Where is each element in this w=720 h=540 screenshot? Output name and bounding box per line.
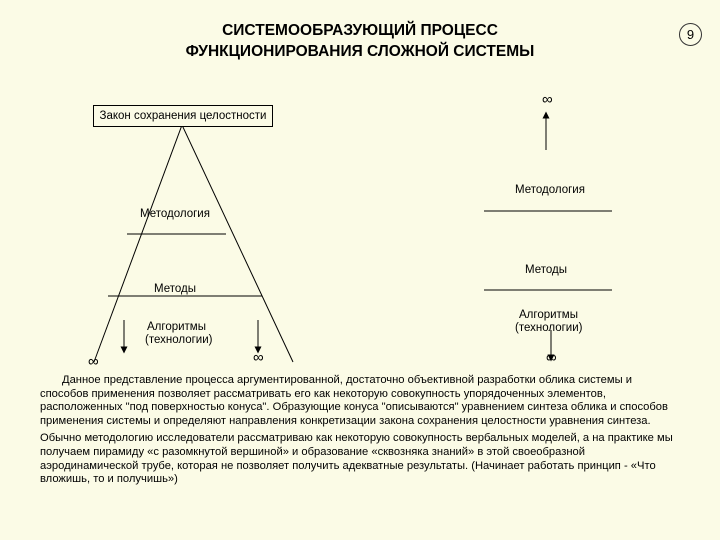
paragraph-2: Обычно методологию исследователи рассмат… [40, 432, 673, 486]
pyramid-infinity-left: ∞ [88, 353, 99, 370]
tube-infinity-top: ∞ [542, 91, 553, 108]
tube-label-algorithms: Алгоритмы [519, 309, 578, 321]
title-line-2: ФУНКЦИОНИРОВАНИЯ СЛОЖНОЙ СИСТЕМЫ [185, 43, 535, 60]
pyramid-top-box: Закон сохранения целостности [93, 105, 273, 127]
tube-infinity-bottom: ∞ [546, 349, 557, 366]
pyramid-label-algorithms: Алгоритмы [147, 321, 206, 333]
pyramid-label-methodology: Методология [140, 208, 210, 220]
pyramid-label-methods: Методы [154, 283, 196, 295]
title-line-1: СИСТЕМООБРАЗУЮЩИЙ ПРОЦЕСС [222, 22, 498, 39]
page-number-badge: 9 [679, 23, 702, 46]
tube-label-technologies: (технологии) [515, 322, 583, 334]
body-text: Данное представление процесса аргументир… [40, 374, 680, 491]
pyramid-right-side [181, 124, 294, 363]
tube-label-methods: Методы [525, 264, 567, 276]
pyramid-infinity-right: ∞ [253, 349, 264, 366]
pyramid-label-technologies: (технологии) [145, 334, 213, 346]
tube-label-methodology: Методология [515, 184, 585, 196]
page-title: СИСТЕМООБРАЗУЮЩИЙ ПРОЦЕСС ФУНКЦИОНИРОВАН… [100, 20, 620, 62]
paragraph-1: Данное представление процесса аргументир… [40, 374, 668, 427]
pyramid-left-side [93, 124, 183, 363]
